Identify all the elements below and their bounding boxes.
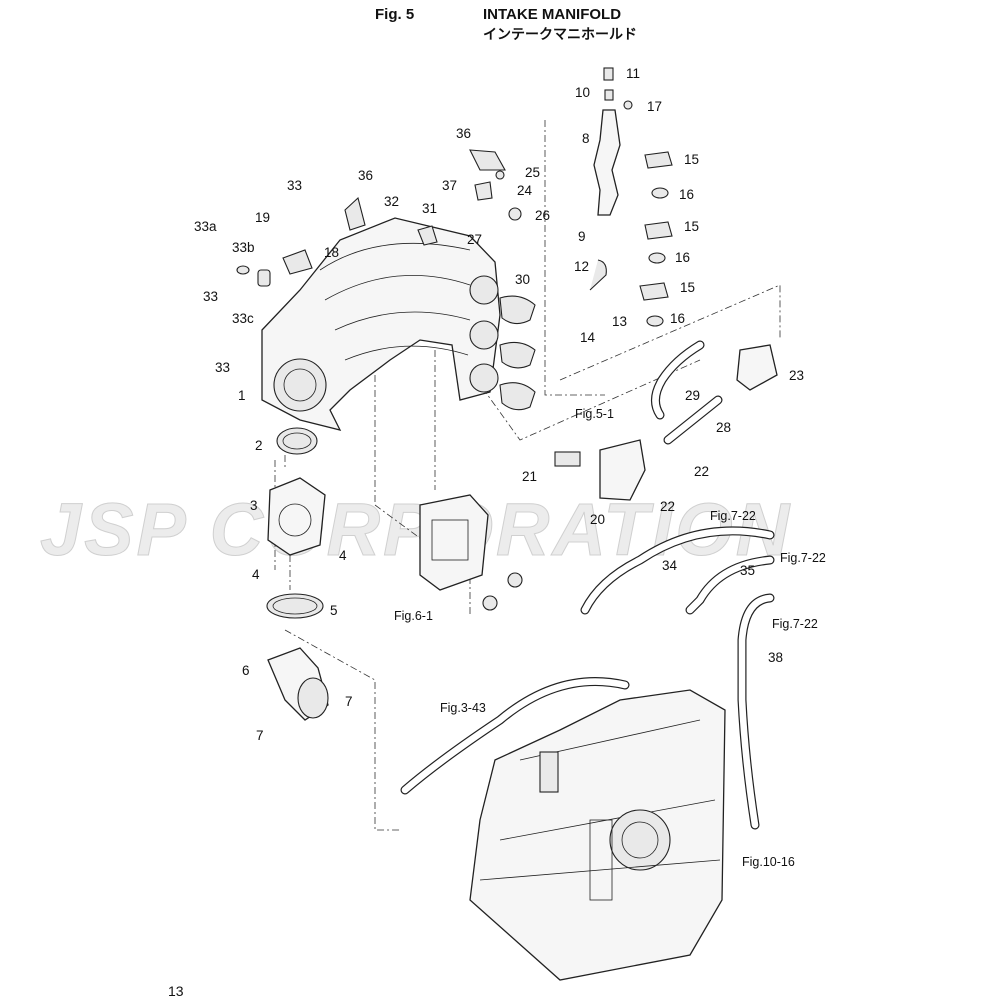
callout-13: 13 xyxy=(612,314,627,329)
hoses xyxy=(400,340,775,830)
callout-16: 16 xyxy=(679,187,694,202)
sensors-and-brackets xyxy=(236,149,522,287)
callout-14: 14 xyxy=(580,330,596,345)
callout-7: 7 xyxy=(345,694,353,709)
callout-35: 35 xyxy=(740,563,755,578)
callout-8: 8 xyxy=(582,131,590,146)
fuel-rail xyxy=(589,67,673,327)
callout-18: 18 xyxy=(324,245,339,260)
ref-fig-5-1: Fig.5-1 xyxy=(575,407,614,421)
figure-number: Fig. 5 xyxy=(375,6,415,23)
callout-34: 34 xyxy=(662,558,678,573)
callout-3: 3 xyxy=(250,498,258,513)
ref-fig-3-43: Fig.3-43 xyxy=(440,701,486,715)
callout-30: 30 xyxy=(515,272,530,287)
callout-33: 33 xyxy=(203,289,218,304)
page-title-japanese: インテークマニホールド xyxy=(483,26,637,42)
callout-17: 17 xyxy=(647,99,662,114)
ref-fig-7-22: Fig.7-22 xyxy=(772,617,818,631)
callout-12: 12 xyxy=(574,259,589,274)
callout-11: 11 xyxy=(626,66,640,81)
callout-4: 4 xyxy=(339,548,347,563)
manifold-gaskets xyxy=(499,295,536,411)
guide-lines xyxy=(274,120,781,831)
callout-10: 10 xyxy=(575,85,590,100)
callout-22: 22 xyxy=(660,499,675,514)
callout-15: 15 xyxy=(684,219,699,234)
callout-6: 6 xyxy=(242,663,250,678)
callout-7: 7 xyxy=(256,728,264,743)
bracket-assembly xyxy=(554,439,646,501)
callout-36: 36 xyxy=(456,126,471,141)
callout-31: 31 xyxy=(422,201,437,216)
callout-labels: 1 2 3 4 4 5 6 7 7 8 9 10 11 12 13 14 15 … xyxy=(194,66,804,743)
callout-5: 5 xyxy=(330,603,338,618)
callout-2: 2 xyxy=(255,438,263,453)
callout-15: 15 xyxy=(680,280,695,295)
solenoid-valve xyxy=(736,344,778,391)
callout-27: 27 xyxy=(467,232,482,247)
callout-24: 24 xyxy=(517,183,533,198)
callout-4: 4 xyxy=(252,567,260,582)
callout-23: 23 xyxy=(789,368,804,383)
engine-block xyxy=(469,689,726,981)
callout-16: 16 xyxy=(675,250,690,265)
callout-33: 33 xyxy=(287,178,302,193)
callout-21: 21 xyxy=(522,469,537,484)
callout-32: 32 xyxy=(384,194,399,209)
callout-19: 19 xyxy=(255,210,270,225)
throttle-body-group xyxy=(266,427,329,721)
callout-28: 28 xyxy=(716,420,731,435)
callout-33: 33 xyxy=(215,360,230,375)
watermark: JSP CORPORATION xyxy=(40,488,792,571)
callout-36: 36 xyxy=(358,168,373,183)
callout-33c: 33c xyxy=(232,311,254,326)
intake-manifold xyxy=(261,217,501,431)
callout-33a: 33a xyxy=(194,219,217,234)
callout-33b: 33b xyxy=(232,240,255,255)
callout-22: 22 xyxy=(694,464,709,479)
callout-1: 1 xyxy=(238,388,246,403)
callout-15: 15 xyxy=(684,152,699,167)
callout-16: 16 xyxy=(670,311,685,326)
callout-38: 38 xyxy=(768,650,783,665)
ref-fig-6-1: Fig.6-1 xyxy=(394,609,433,623)
page-title: INTAKE MANIFOLD xyxy=(483,6,622,23)
callout-29: 29 xyxy=(685,388,700,403)
fuel-pump-assembly xyxy=(419,494,523,611)
figure-references: Fig.5-1 Fig.6-1 Fig.3-43 Fig.7-22 Fig.7-… xyxy=(394,407,826,869)
callout-9: 9 xyxy=(578,229,586,244)
ref-fig-7-22: Fig.7-22 xyxy=(780,551,826,565)
ref-fig-7-22: Fig.7-22 xyxy=(710,509,756,523)
callout-37: 37 xyxy=(442,178,457,193)
callout-26: 26 xyxy=(535,208,550,223)
callout-25: 25 xyxy=(525,165,540,180)
ref-fig-10-16: Fig.10-16 xyxy=(742,855,795,869)
page-number: 13 xyxy=(168,983,184,999)
callout-20: 20 xyxy=(590,512,605,527)
